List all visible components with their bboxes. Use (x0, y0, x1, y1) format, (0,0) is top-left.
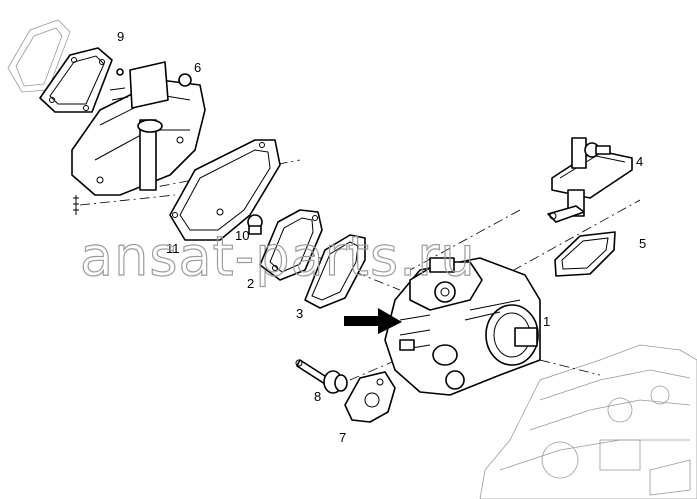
callout-11: 11 (166, 241, 180, 256)
part-10-plug (247, 214, 263, 235)
callout-1: 1 (543, 314, 550, 329)
part-7-bracket (344, 371, 396, 423)
part-8-shaft (295, 359, 348, 394)
watermark-text: ansat-parts.ru (80, 225, 476, 288)
part-11-gasket (169, 139, 281, 241)
callout-10: 10 (235, 228, 249, 243)
callout-6: 6 (194, 60, 201, 75)
ghost-gasket-top-left (7, 19, 71, 93)
part-4-actuator (547, 137, 633, 223)
part-1-pump-body (384, 257, 541, 396)
part-6-cover-housing (71, 61, 206, 196)
callout-3: 3 (296, 306, 303, 321)
callout-2: 2 (247, 276, 254, 291)
callout-4: 4 (636, 154, 643, 169)
ghost-engine-housing (479, 344, 697, 499)
part-2-cover (259, 209, 323, 281)
callout-labels: 1 2 3 4 5 6 7 8 9 10 11 (117, 29, 646, 445)
callout-8: 8 (314, 389, 321, 404)
part-9-gasket (39, 47, 113, 113)
callout-9: 9 (117, 29, 124, 44)
callout-5: 5 (639, 236, 646, 251)
indicator-arrow (344, 308, 402, 334)
part-5-gasket (554, 231, 616, 277)
housing-bolt (73, 195, 79, 215)
part-3-gasket (304, 234, 366, 309)
callout-7: 7 (339, 430, 346, 445)
